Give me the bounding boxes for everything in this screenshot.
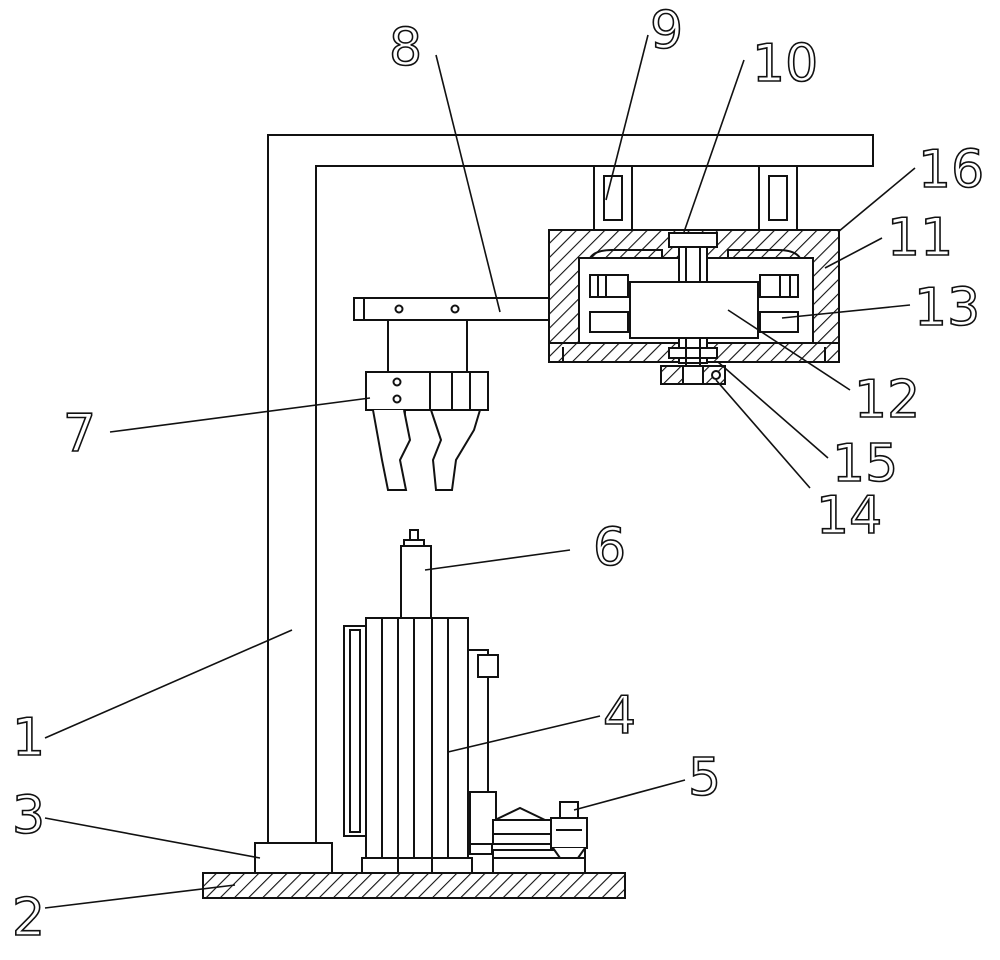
leader-13 (781, 304, 911, 319)
gripper (365, 371, 489, 491)
leader-12 (727, 309, 851, 391)
callout-5: 5 (687, 748, 722, 808)
leader-16 (837, 167, 916, 233)
leader-11 (824, 237, 883, 269)
callout-3: 3 (11, 786, 46, 846)
callout-14: 14 (815, 486, 883, 546)
lower-flange (660, 365, 726, 385)
leader-15 (717, 361, 829, 459)
shaft-bottom (668, 337, 718, 378)
base-plate (202, 872, 626, 899)
leader-lines (44, 34, 916, 909)
leader-2 (44, 884, 236, 909)
callout-10: 10 (751, 34, 819, 94)
shaft-top (668, 232, 718, 283)
foot-block (254, 842, 333, 874)
leader-14 (715, 379, 811, 489)
valve-assembly (492, 801, 588, 874)
callout-6: 6 (592, 518, 627, 578)
callout-7: 7 (62, 404, 97, 464)
callout-16: 16 (917, 140, 985, 200)
rotor (629, 281, 759, 339)
callout-11: 11 (886, 208, 954, 268)
callout-8: 8 (388, 18, 423, 78)
leader-7 (109, 397, 371, 433)
callout-9: 9 (649, 1, 684, 61)
leader-9 (605, 34, 649, 201)
leader-10 (683, 59, 745, 233)
leader-5 (573, 779, 686, 811)
leader-8 (435, 54, 501, 313)
callout-1: 1 (11, 708, 46, 768)
hanger-right (758, 165, 798, 231)
callout-12: 12 (853, 370, 921, 430)
callout-15: 15 (831, 434, 899, 494)
callout-2: 2 (11, 888, 46, 948)
leader-4 (447, 715, 601, 753)
callout-4: 4 (602, 686, 637, 746)
leader-6 (424, 549, 571, 571)
l-frame (267, 134, 874, 844)
callout-13: 13 (913, 278, 981, 338)
leader-3 (44, 817, 261, 859)
piston-rod (400, 529, 432, 619)
leader-1 (44, 629, 293, 739)
swing-arm (353, 297, 550, 372)
lift-cylinder (343, 617, 499, 874)
